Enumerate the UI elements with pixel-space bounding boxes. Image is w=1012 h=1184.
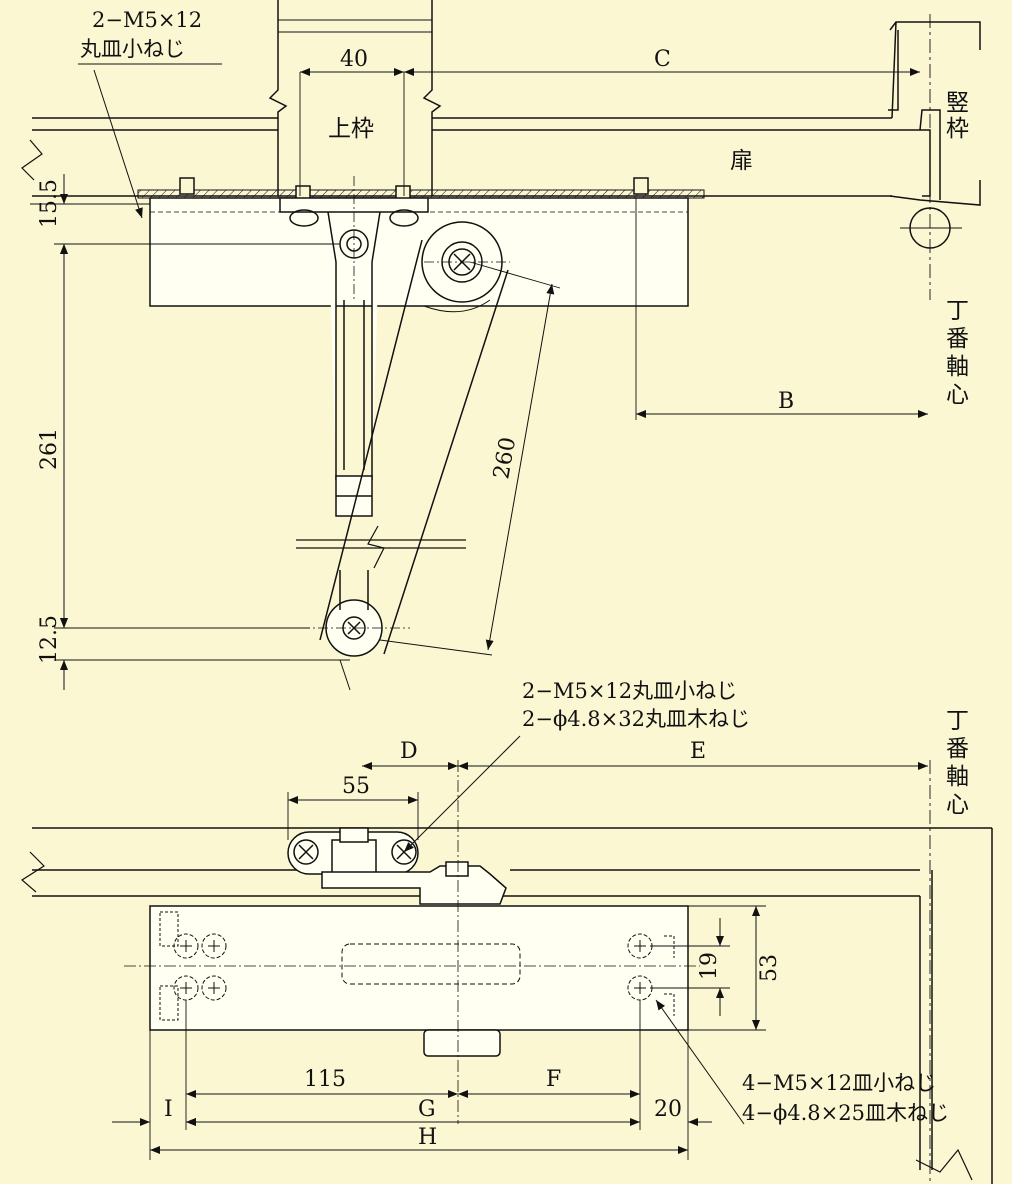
bottom-hinge-axis-char-4: 心	[946, 792, 969, 818]
connecting-rod	[327, 211, 381, 480]
bracket-screw-note-line1: 2−M5×12丸皿小ねじ	[522, 679, 737, 703]
hinge-axis-char-1: 丁	[946, 298, 969, 324]
vertical-frame-label-2: 枠	[946, 116, 969, 142]
screw-left	[179, 177, 195, 195]
screw-right	[633, 177, 649, 195]
bottom-hinge-axis-char-3: 軸	[946, 764, 969, 790]
dim-e-label: E	[690, 739, 706, 764]
dim-53-label: 53	[757, 954, 782, 982]
vertical-frame-label-1: 竪	[946, 90, 969, 116]
dim-i-label: I	[164, 1097, 173, 1122]
dim-15-5-label: 15.5	[37, 179, 62, 228]
top-view-labels: 2−M5×12 丸皿小ねじ 40 C 上枠 扉 竪 枠 丁 番 軸 心 B 15…	[37, 8, 969, 664]
valve-cap	[423, 1029, 501, 1057]
top-screw-note-line2: 丸皿小ねじ	[80, 37, 185, 61]
door-label: 扉	[730, 148, 753, 174]
body-screw-leader	[655, 999, 745, 1125]
dim-line-260	[485, 283, 555, 651]
top-screw-note-line1: 2−M5×12	[92, 8, 202, 32]
dim-b-label: B	[778, 389, 794, 414]
bottom-hinge-axis-char-2: 番	[946, 736, 969, 762]
dim-261-label: 261	[37, 428, 62, 470]
bottom-view-labels: 2−M5×12丸皿小ねじ 2−ϕ4.8×32丸皿木ねじ 丁 番 軸 心 D E …	[164, 679, 969, 1150]
dim-19-label: 19	[697, 952, 722, 980]
top-view	[21, 0, 981, 691]
bracket-screw-note-line2: 2−ϕ4.8×32丸皿木ねじ	[522, 707, 750, 731]
adjust-slot	[341, 943, 521, 985]
dim-55-label: 55	[342, 774, 370, 799]
bracket-screw-leader	[403, 735, 521, 853]
dim-g-label: G	[418, 1097, 436, 1122]
body-screw-note-line2: 4−ϕ4.8×25皿木ねじ	[742, 1101, 949, 1125]
bottom-closer-body	[149, 905, 689, 1031]
bottom-view	[20, 735, 993, 1184]
dim-40-label: 40	[340, 47, 368, 72]
upper-frame-label: 上枠	[328, 116, 374, 142]
dim-115-label: 115	[304, 1067, 346, 1092]
bottom-hinge-axis-char-1: 丁	[946, 708, 969, 734]
hinge-axis-char-4: 心	[946, 382, 969, 408]
hinge-axis-char-3: 軸	[946, 354, 969, 380]
hinge-axis-char-2: 番	[946, 326, 969, 352]
mounting-plate	[137, 189, 705, 199]
dim-12-5-label: 12.5	[37, 615, 62, 664]
dim-c-label: C	[654, 47, 671, 72]
dim-h-label: H	[418, 1125, 437, 1150]
body-screw-note-line1: 4−M5×12皿小ねじ	[742, 1071, 936, 1095]
dim-f-label: F	[546, 1067, 561, 1092]
dim-d-label: D	[400, 739, 418, 764]
mounting-holes	[173, 933, 653, 1001]
dim-20-label: 20	[654, 1097, 682, 1122]
